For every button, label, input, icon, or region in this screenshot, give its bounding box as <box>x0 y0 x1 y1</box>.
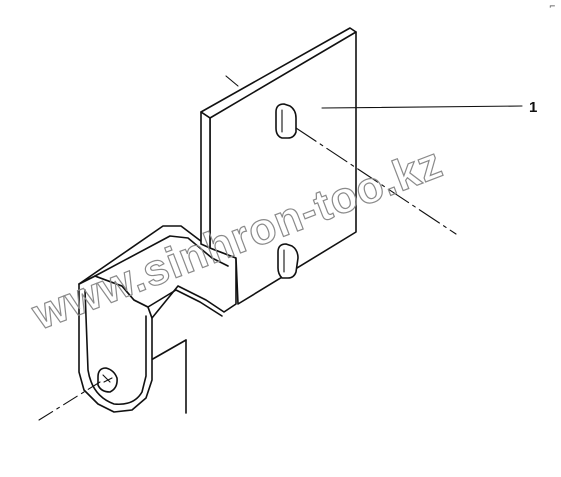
upper-slot-centerline <box>295 127 457 235</box>
callout-label-1: 1 <box>529 99 537 116</box>
lower-tab-slot <box>97 367 118 393</box>
corner-mark: ⌐ <box>549 2 556 11</box>
upright-plate <box>200 27 357 305</box>
upper-plate-slot <box>275 103 297 139</box>
support-post <box>150 339 187 414</box>
rear-edge-line <box>225 75 239 87</box>
lower-plate-slot <box>277 243 299 279</box>
bent-shelf <box>78 225 237 319</box>
lower-slot-centerline <box>38 381 101 421</box>
callout-leader-line <box>321 105 523 109</box>
